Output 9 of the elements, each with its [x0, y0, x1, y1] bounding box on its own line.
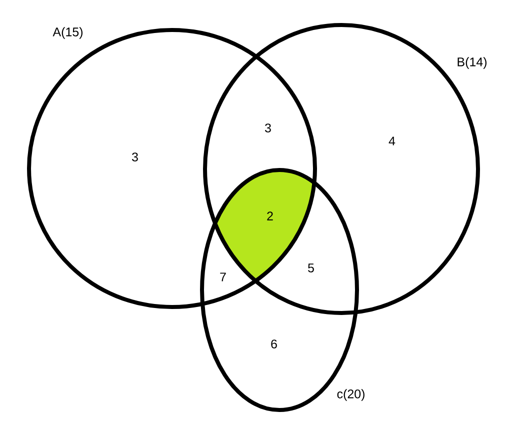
set-label: B(14) [458, 57, 486, 69]
set-label: A(15) [52, 27, 82, 39]
region-count: 4 [388, 136, 396, 146]
region-count: 7 [220, 272, 226, 282]
region-count: 6 [271, 340, 277, 348]
set-label: c(20) [337, 389, 364, 401]
region-count: 3 [132, 152, 138, 162]
region-count: 3 [265, 124, 271, 132]
region-count: 5 [308, 264, 314, 272]
